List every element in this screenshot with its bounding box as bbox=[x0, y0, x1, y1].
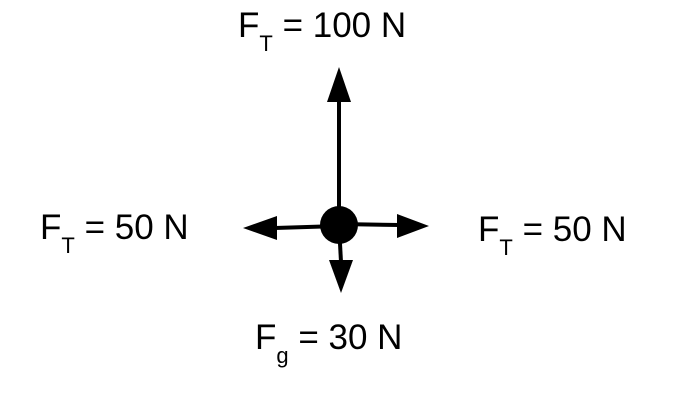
force-subscript: T bbox=[259, 31, 273, 56]
force-symbol: F bbox=[40, 208, 62, 247]
force-value: = 100 N bbox=[272, 6, 407, 45]
object-point-mass bbox=[320, 206, 358, 244]
force-subscript: T bbox=[61, 233, 75, 258]
force-symbol: F bbox=[255, 318, 277, 357]
force-value: = 30 N bbox=[288, 318, 403, 357]
arrow-left-head bbox=[243, 216, 277, 240]
label-tension-left: FT = 50 N bbox=[40, 210, 189, 257]
label-tension-up: FT = 100 N bbox=[238, 8, 406, 55]
label-tension-right: FT = 50 N bbox=[478, 212, 627, 259]
arrow-up-head bbox=[327, 67, 351, 102]
force-value: = 50 N bbox=[512, 210, 627, 249]
force-subscript: g bbox=[276, 343, 289, 368]
force-subscript: T bbox=[499, 235, 513, 260]
force-symbol: F bbox=[478, 210, 500, 249]
force-value: = 50 N bbox=[74, 208, 189, 247]
arrow-down-head bbox=[329, 260, 353, 293]
arrow-right-head bbox=[397, 214, 429, 238]
label-gravity-down: Fg = 30 N bbox=[255, 320, 402, 367]
force-symbol: F bbox=[238, 6, 260, 45]
